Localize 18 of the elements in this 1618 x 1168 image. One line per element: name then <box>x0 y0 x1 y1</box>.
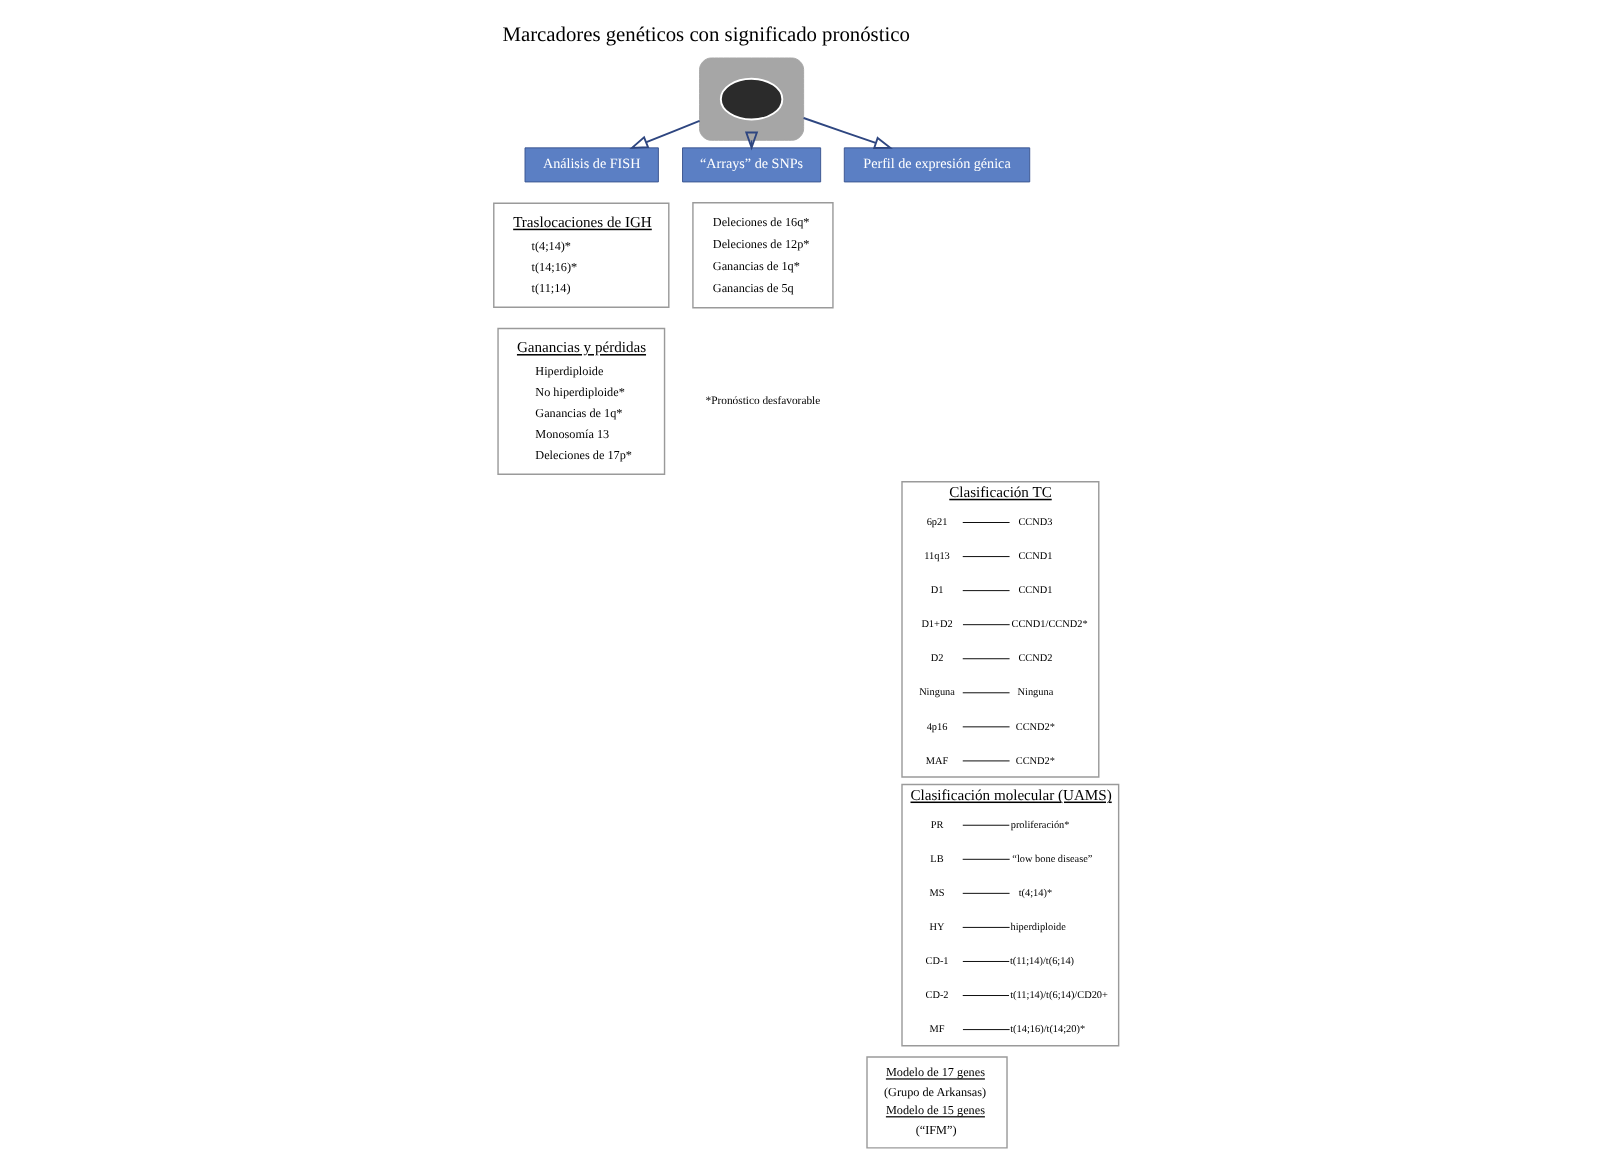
cluster <box>698 57 804 141</box>
arrow <box>628 119 700 149</box>
arrow <box>801 117 892 149</box>
connector <box>961 590 1010 592</box>
connector <box>961 556 1010 558</box>
connector <box>961 858 1010 860</box>
connector <box>961 961 1009 962</box>
connector <box>961 926 1010 928</box>
connector <box>961 522 1010 523</box>
node-ellipse <box>718 77 783 121</box>
connector <box>961 624 1010 626</box>
connector <box>961 892 1010 894</box>
connector <box>961 1029 1010 1031</box>
connector <box>961 658 1010 660</box>
connector <box>961 824 1009 826</box>
connector <box>961 995 1009 996</box>
diagram-title: Marcadores genéticos con significado pronóstico <box>501 24 909 47</box>
connector <box>961 692 1010 694</box>
